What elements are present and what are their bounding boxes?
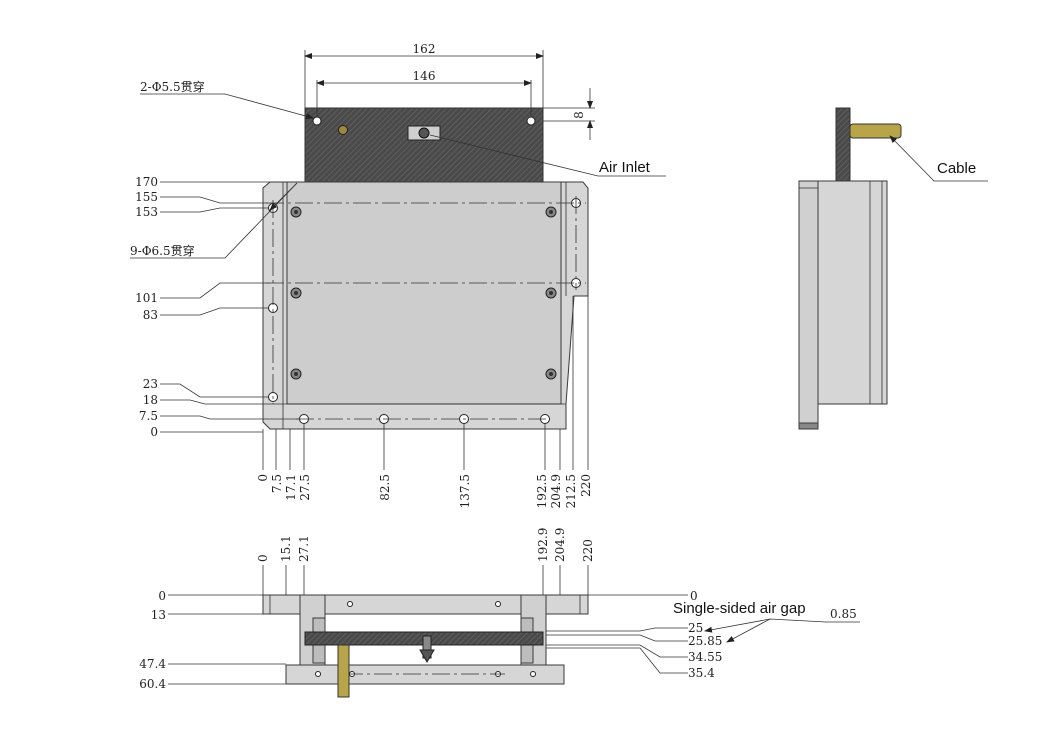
svg-text:27.5: 27.5 [298, 474, 312, 501]
front-top-plate [262, 594, 589, 615]
side-base [798, 180, 819, 430]
top-view: 162 146 8 2-Φ5.5贯穿 9-Φ6.5贯穿 Air Inlet 17… [130, 42, 666, 508]
dim-146: 146 [413, 69, 436, 83]
svg-text:101: 101 [135, 291, 158, 305]
hole-callout-9: 9-Φ6.5贯穿 [130, 243, 195, 258]
front-view: 0 15.1 27.1 192.9 204.9 220 0 13 47.4 60… [139, 528, 860, 698]
air-inlet-port [418, 127, 430, 139]
svg-text:34.55: 34.55 [688, 650, 722, 664]
svg-text:23: 23 [143, 377, 158, 391]
cable-label: Cable [937, 160, 976, 177]
svg-text:137.5: 137.5 [458, 474, 472, 508]
side-cable [849, 123, 902, 139]
front-right-dims: 0 25 25.85 34.55 35.4 Single-sided air g… [546, 589, 860, 680]
air-gap-label: Single-sided air gap [673, 600, 806, 617]
front-top-dims: 0 15.1 27.1 192.9 204.9 220 [256, 528, 595, 595]
svg-text:192.5: 192.5 [535, 474, 549, 508]
svg-text:83: 83 [143, 308, 158, 322]
front-base-plate [285, 664, 565, 685]
svg-text:47.4: 47.4 [139, 657, 166, 671]
moving-plate [286, 181, 562, 405]
svg-text:204.9: 204.9 [553, 528, 567, 562]
svg-text:192.9: 192.9 [536, 528, 550, 562]
coil-block [304, 107, 544, 184]
coil-hole-right [526, 116, 536, 126]
side-body [817, 180, 888, 405]
svg-text:0: 0 [150, 425, 158, 439]
svg-text:0: 0 [690, 589, 698, 603]
top-bottom-dims: 0 7.5 17.1 27.5 82.5 137.5 192.5 204.9 2… [256, 296, 593, 508]
air-gap-value: 0.85 [830, 607, 857, 621]
dim-8: 8 [572, 111, 586, 119]
svg-text:18: 18 [143, 393, 158, 407]
svg-text:153: 153 [135, 205, 158, 219]
svg-text:35.4: 35.4 [688, 666, 715, 680]
hole-callout-2: 2-Φ5.5贯穿 [140, 79, 205, 94]
svg-text:60.4: 60.4 [139, 677, 166, 691]
svg-text:82.5: 82.5 [378, 474, 392, 501]
svg-text:17.1: 17.1 [284, 474, 298, 501]
svg-text:13: 13 [151, 608, 166, 622]
svg-text:170: 170 [135, 175, 158, 189]
top-left-dims: 170 155 153 101 83 23 18 7.5 0 [135, 175, 299, 439]
screw-heads [290, 206, 557, 380]
coil-hole-left [312, 116, 322, 126]
svg-text:212.5: 212.5 [564, 474, 578, 508]
svg-text:27.1: 27.1 [297, 535, 311, 562]
svg-text:0: 0 [256, 554, 270, 562]
svg-text:220: 220 [581, 539, 595, 562]
side-coil [835, 107, 851, 184]
dim-162: 162 [413, 42, 436, 56]
svg-text:25: 25 [688, 621, 703, 635]
front-left-dims: 0 13 47.4 60.4 [139, 589, 286, 691]
svg-text:0: 0 [256, 474, 270, 482]
svg-text:15.1: 15.1 [279, 535, 293, 562]
svg-text:25.85: 25.85 [688, 634, 722, 648]
svg-text:7.5: 7.5 [139, 409, 158, 423]
air-inlet-label: Air Inlet [599, 159, 651, 176]
svg-text:220: 220 [579, 474, 593, 497]
svg-text:204.9: 204.9 [549, 474, 563, 508]
front-cable [337, 644, 350, 698]
coil-pin [338, 125, 348, 135]
svg-text:7.5: 7.5 [270, 474, 284, 493]
side-view: Cable [798, 107, 988, 430]
svg-text:155: 155 [135, 190, 158, 204]
svg-text:0: 0 [158, 589, 166, 603]
